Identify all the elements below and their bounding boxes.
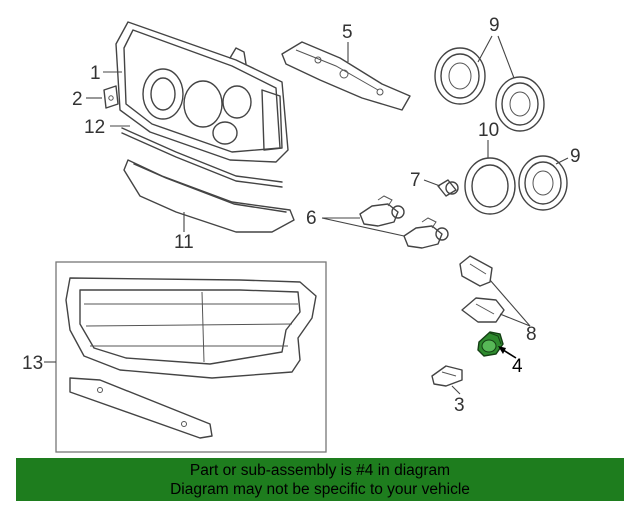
callout-8: 8 bbox=[526, 324, 537, 345]
banner-line-1: Part or sub-assembly is #4 in diagram bbox=[189, 462, 451, 479]
info-banner: Part or sub-assembly is #4 in diagram Di… bbox=[16, 458, 624, 501]
leader-lines bbox=[44, 35, 569, 395]
bulb-holder-highlighted[interactable] bbox=[477, 331, 504, 357]
seal-strip bbox=[121, 127, 283, 188]
small-bulb bbox=[437, 179, 459, 197]
headlamp-bulb-upper bbox=[359, 195, 405, 227]
callout-10: 10 bbox=[478, 120, 499, 141]
mounting-bracket bbox=[281, 41, 411, 111]
callout-9-lower: 9 bbox=[570, 146, 581, 167]
banner-line-2: Diagram may not be specific to your vehi… bbox=[170, 481, 470, 498]
small-bulb-3 bbox=[431, 365, 463, 387]
callout-5: 5 bbox=[342, 22, 353, 43]
side-bulb-upper bbox=[459, 255, 493, 287]
headlamp-assembly bbox=[115, 21, 289, 163]
callout-7: 7 bbox=[410, 170, 421, 191]
callout-3: 3 bbox=[454, 395, 465, 416]
callout-9-upper: 9 bbox=[489, 15, 500, 36]
side-bulb-lower bbox=[461, 297, 505, 323]
callout-12: 12 bbox=[84, 117, 105, 138]
callout-labels: 1 2 12 11 5 9 10 9 7 6 8 4 13 3 bbox=[22, 15, 581, 416]
cover-lower bbox=[518, 155, 568, 211]
cover-upper-left bbox=[434, 47, 486, 105]
callout-4: 4 bbox=[512, 356, 523, 377]
cover-upper-right bbox=[495, 76, 545, 132]
callout-1: 1 bbox=[90, 63, 101, 84]
callout-11: 11 bbox=[174, 232, 194, 253]
callout-2: 2 bbox=[72, 89, 83, 110]
callout-13: 13 bbox=[22, 353, 43, 374]
inset-grille-box bbox=[55, 261, 327, 453]
lower-trim bbox=[123, 159, 295, 233]
seal-ring bbox=[464, 157, 516, 215]
headlamp-bulb-lower bbox=[403, 217, 449, 249]
callout-6: 6 bbox=[306, 208, 317, 229]
bracket bbox=[103, 85, 119, 109]
